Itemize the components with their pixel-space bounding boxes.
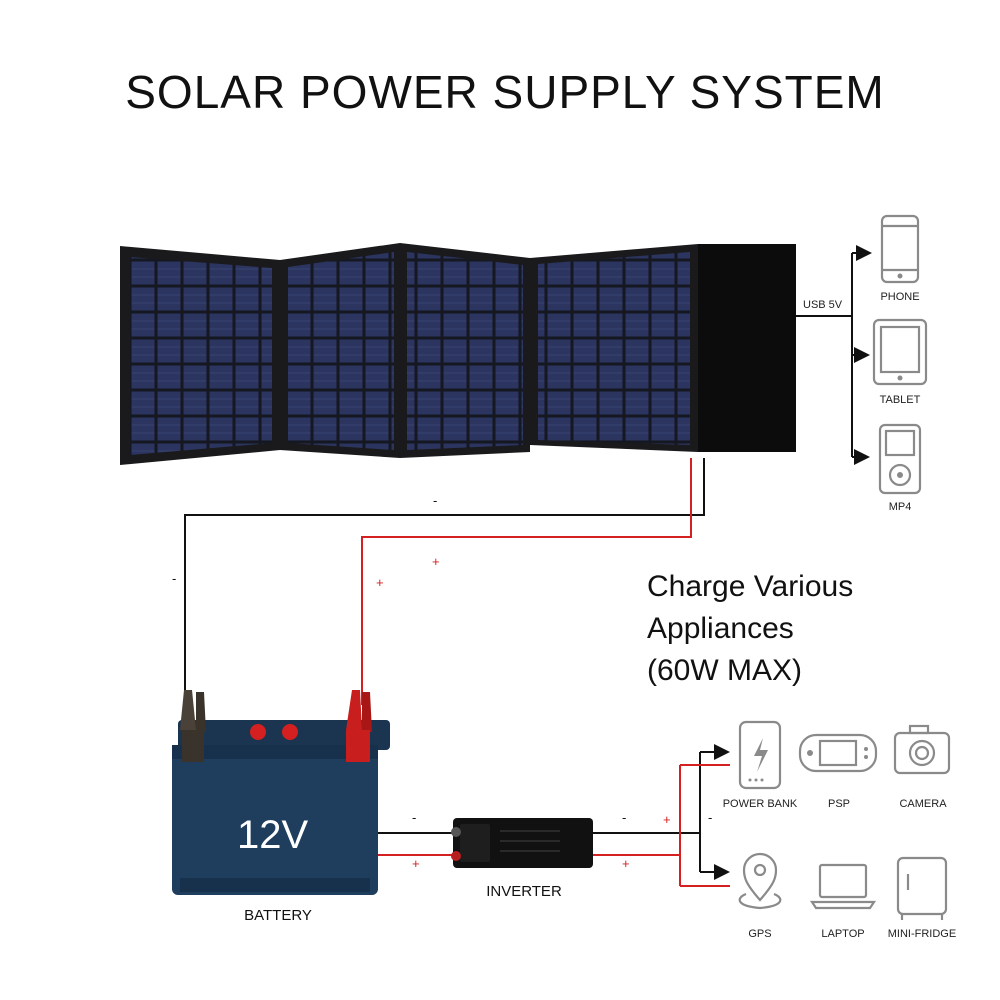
mp4-label: MP4 <box>889 501 912 513</box>
laptop-icon <box>809 863 877 910</box>
neg-sign-left: - <box>172 571 176 586</box>
pos-sign-top: + <box>432 554 440 569</box>
battery-inverter-wiring: - + <box>378 810 455 871</box>
phone-label: PHONE <box>880 291 919 303</box>
power-bank-label: POWER BANK <box>723 798 798 810</box>
caption: Charge Various Appliances (60W MAX) <box>647 570 853 687</box>
neg-sign-battery: - <box>412 810 416 825</box>
solar-panel <box>120 243 796 465</box>
neg-sign-top: - <box>433 493 437 508</box>
laptop-label: LAPTOP <box>821 928 864 940</box>
usb-branch: USB 5V <box>796 245 872 465</box>
caption-line-3: (60W MAX) <box>647 654 802 687</box>
usb-label: USB 5V <box>803 299 843 311</box>
battery: 12V <box>172 690 390 895</box>
battery-label: BATTERY <box>244 907 312 924</box>
psp-icon <box>798 733 878 773</box>
gps-icon <box>738 852 782 910</box>
pos-sign-inverter: + <box>622 856 630 871</box>
pos-sign-battery: + <box>412 856 420 871</box>
diagram-title: SOLAR POWER SUPPLY SYSTEM <box>125 66 885 118</box>
panel-control-pouch <box>698 244 796 452</box>
panel-battery-wiring: - - + + <box>172 458 705 705</box>
camera-icon <box>893 724 951 775</box>
camera-label: CAMERA <box>899 798 947 810</box>
caption-line-2: Appliances <box>647 612 794 645</box>
pos-sign-inverter-top: + <box>663 812 671 827</box>
neg-sign-right: - <box>708 810 712 825</box>
mini-fridge-label: MINI-FRIDGE <box>888 928 956 940</box>
psp-label: PSP <box>828 798 850 810</box>
gps-label: GPS <box>748 928 771 940</box>
pos-sign-left: + <box>376 575 384 590</box>
battery-voltage: 12V <box>237 813 308 857</box>
inverter-label: INVERTER <box>486 883 562 900</box>
appliance-wiring: - + - + <box>593 744 730 887</box>
caption-line-1: Charge Various <box>647 570 853 603</box>
inverter <box>451 818 593 868</box>
mini-fridge-icon <box>896 856 948 920</box>
power-bank-icon <box>738 720 782 790</box>
mp4-player-icon <box>878 423 922 495</box>
tablet-label: TABLET <box>880 394 921 406</box>
neg-sign-inverter: - <box>622 810 626 825</box>
phone-icon <box>880 214 920 284</box>
tablet-icon <box>872 318 928 386</box>
